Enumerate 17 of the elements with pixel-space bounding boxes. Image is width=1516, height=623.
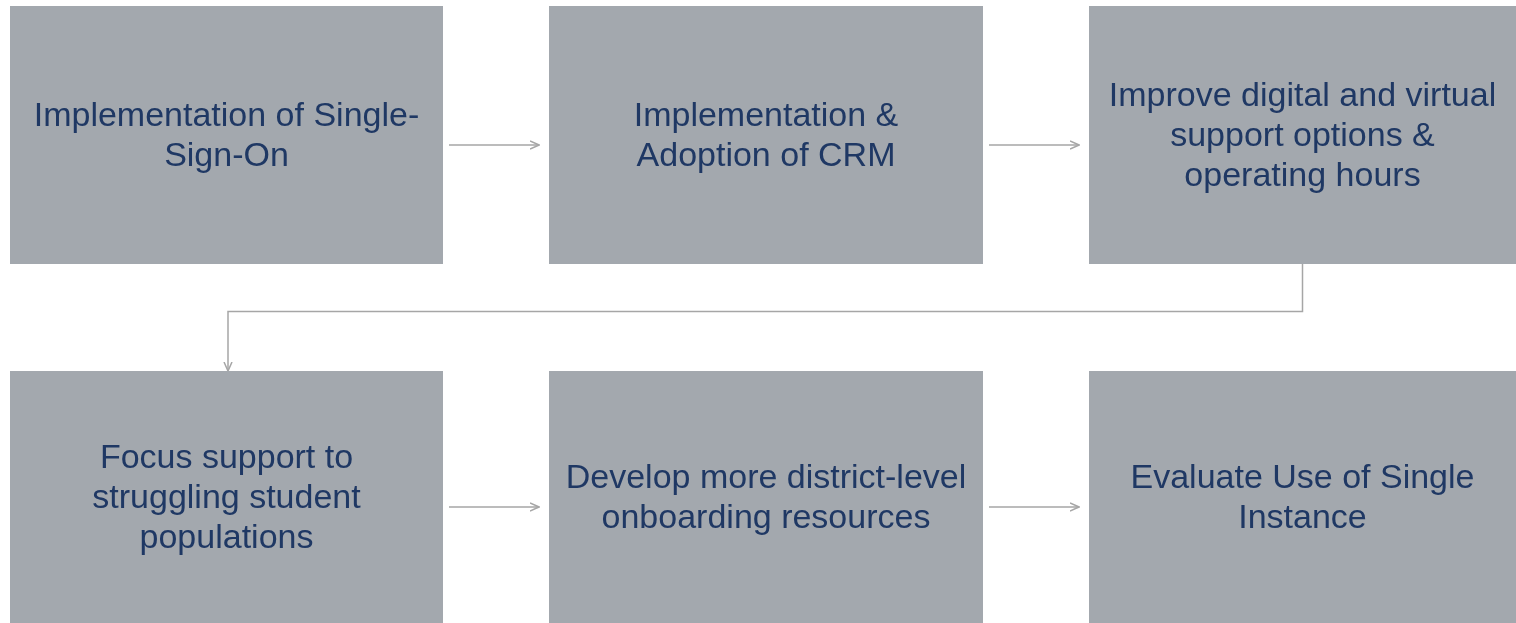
arrow <box>988 502 1080 512</box>
step-text: Develop more district-level onboarding resources <box>564 457 968 537</box>
step-text: Implementation of Single-Sign-On <box>32 95 421 175</box>
arrow <box>448 140 540 150</box>
step-text: Evaluate Use of Single Instance <box>1129 457 1476 537</box>
process-box <box>1089 371 1516 623</box>
step-text: Focus support to struggling student populations <box>91 437 362 557</box>
arrow <box>988 140 1080 150</box>
process-box <box>10 6 443 264</box>
arrow <box>448 502 540 512</box>
process-box <box>1089 6 1516 264</box>
process-box <box>549 371 983 623</box>
step-text: Improve digital and virtual support options & operating hours <box>1107 75 1498 195</box>
step-text: Implementation & Adoption of CRM <box>632 95 900 175</box>
process-box <box>549 6 983 264</box>
process-box <box>10 371 443 623</box>
arrow <box>223 263 1304 372</box>
